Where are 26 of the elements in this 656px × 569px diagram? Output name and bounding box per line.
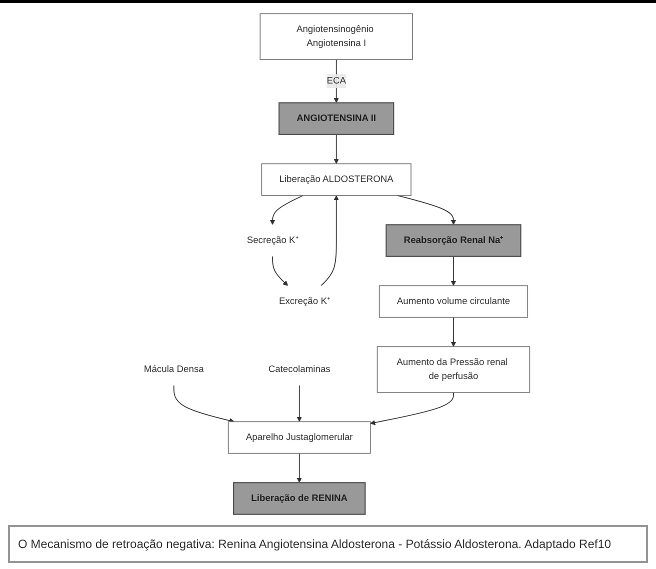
- node-box: Aumento volume circulante: [378, 285, 528, 318]
- node-text: Mácula Densa: [144, 364, 204, 374]
- arrow: [296, 384, 302, 422]
- arrow: [450, 256, 456, 286]
- arrow: [296, 452, 302, 483]
- node-text: Secreção K⁺: [246, 235, 298, 246]
- arrow: [370, 392, 454, 426]
- arrow: [270, 194, 304, 225]
- arrow: [334, 58, 339, 104]
- arrow: [396, 194, 456, 225]
- node-box: ANGIOTENSINA II: [278, 102, 394, 136]
- node-box: Aparelho Justaglomerular: [228, 421, 371, 454]
- caption: O Mecanismo de retroação negativa: Renina Angiotensina Aldosterona - Potássio Aldosterona. Adaptado Ref10: [8, 525, 648, 563]
- arrow: [272, 256, 288, 286]
- arrow: [334, 134, 339, 164]
- node-box: Reabsorção Renal Na⁺: [386, 224, 522, 257]
- node-box: Liberação de RENINA: [232, 482, 366, 515]
- arrow: [450, 316, 456, 347]
- edge-label: ECA: [326, 76, 346, 86]
- node-box: Angiotensinogênio Angiotensina I: [260, 13, 413, 60]
- arrow: [173, 384, 234, 424]
- arrow: [320, 195, 339, 286]
- node-box: Liberação ALDOSTERONA: [261, 163, 412, 196]
- node-box: Aumento da Pressão renal de perfusão: [376, 346, 530, 393]
- node-text: Catecolaminas: [268, 364, 330, 374]
- node-text: Excreção K⁺: [278, 296, 330, 306]
